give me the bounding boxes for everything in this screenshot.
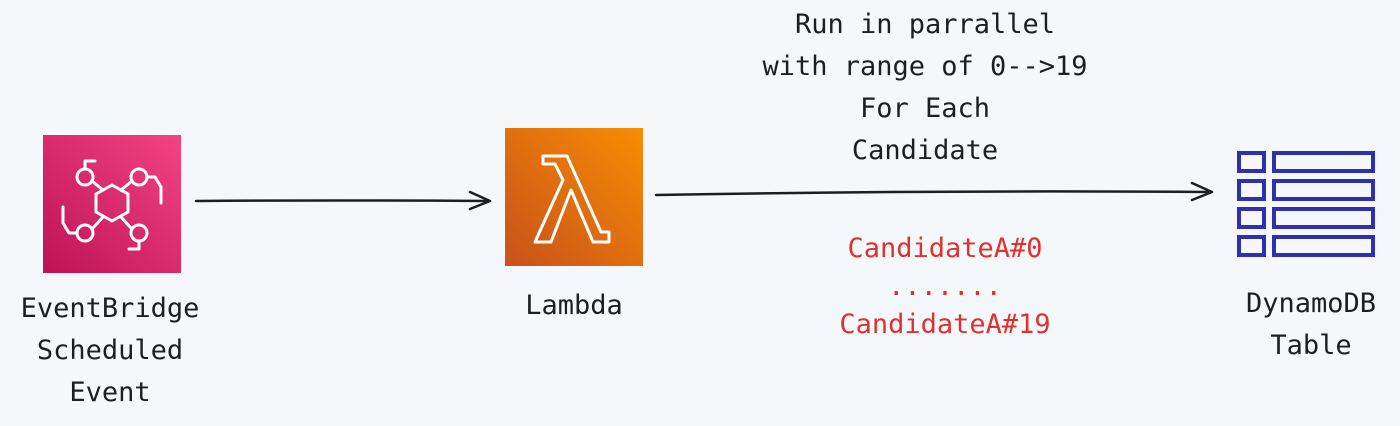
annotation-line-4: Candidate [851, 135, 999, 166]
annotation-line-1: Run in parrallel [794, 9, 1056, 40]
lambda-icon [505, 128, 643, 266]
eventbridge-label: EventBridge Scheduled Event [0, 288, 220, 414]
eventbridge-label-line-1: EventBridge [20, 293, 200, 324]
dynamodb-label: DynamoDB Table [1226, 283, 1396, 367]
dynamodb-label-line-1: DynamoDB [1245, 288, 1377, 319]
edge-annotation: Run in parrallel with range of 0-->19 Fo… [740, 4, 1110, 172]
lambda-label: Lambda [525, 290, 623, 321]
table-icon [1236, 150, 1376, 258]
annotation-line-3: For Each [859, 93, 991, 124]
partition-keys: CandidateA#0 ....... CandidateA#19 [790, 228, 1100, 346]
eventbridge-icon [43, 135, 181, 273]
annotation-line-2: with range of 0-->19 [762, 51, 1088, 82]
arrow-lambda-to-dynamodb [654, 181, 1214, 202]
key-first: CandidateA#0 [847, 233, 1043, 264]
key-last: CandidateA#19 [839, 309, 1051, 340]
eventbridge-label-line-3: Event [69, 377, 151, 408]
key-ellipsis: ....... [888, 271, 1002, 302]
dynamodb-label-line-2: Table [1270, 330, 1352, 361]
arrow-eventbridge-to-lambda [194, 190, 492, 211]
eventbridge-label-line-2: Scheduled [36, 335, 184, 366]
